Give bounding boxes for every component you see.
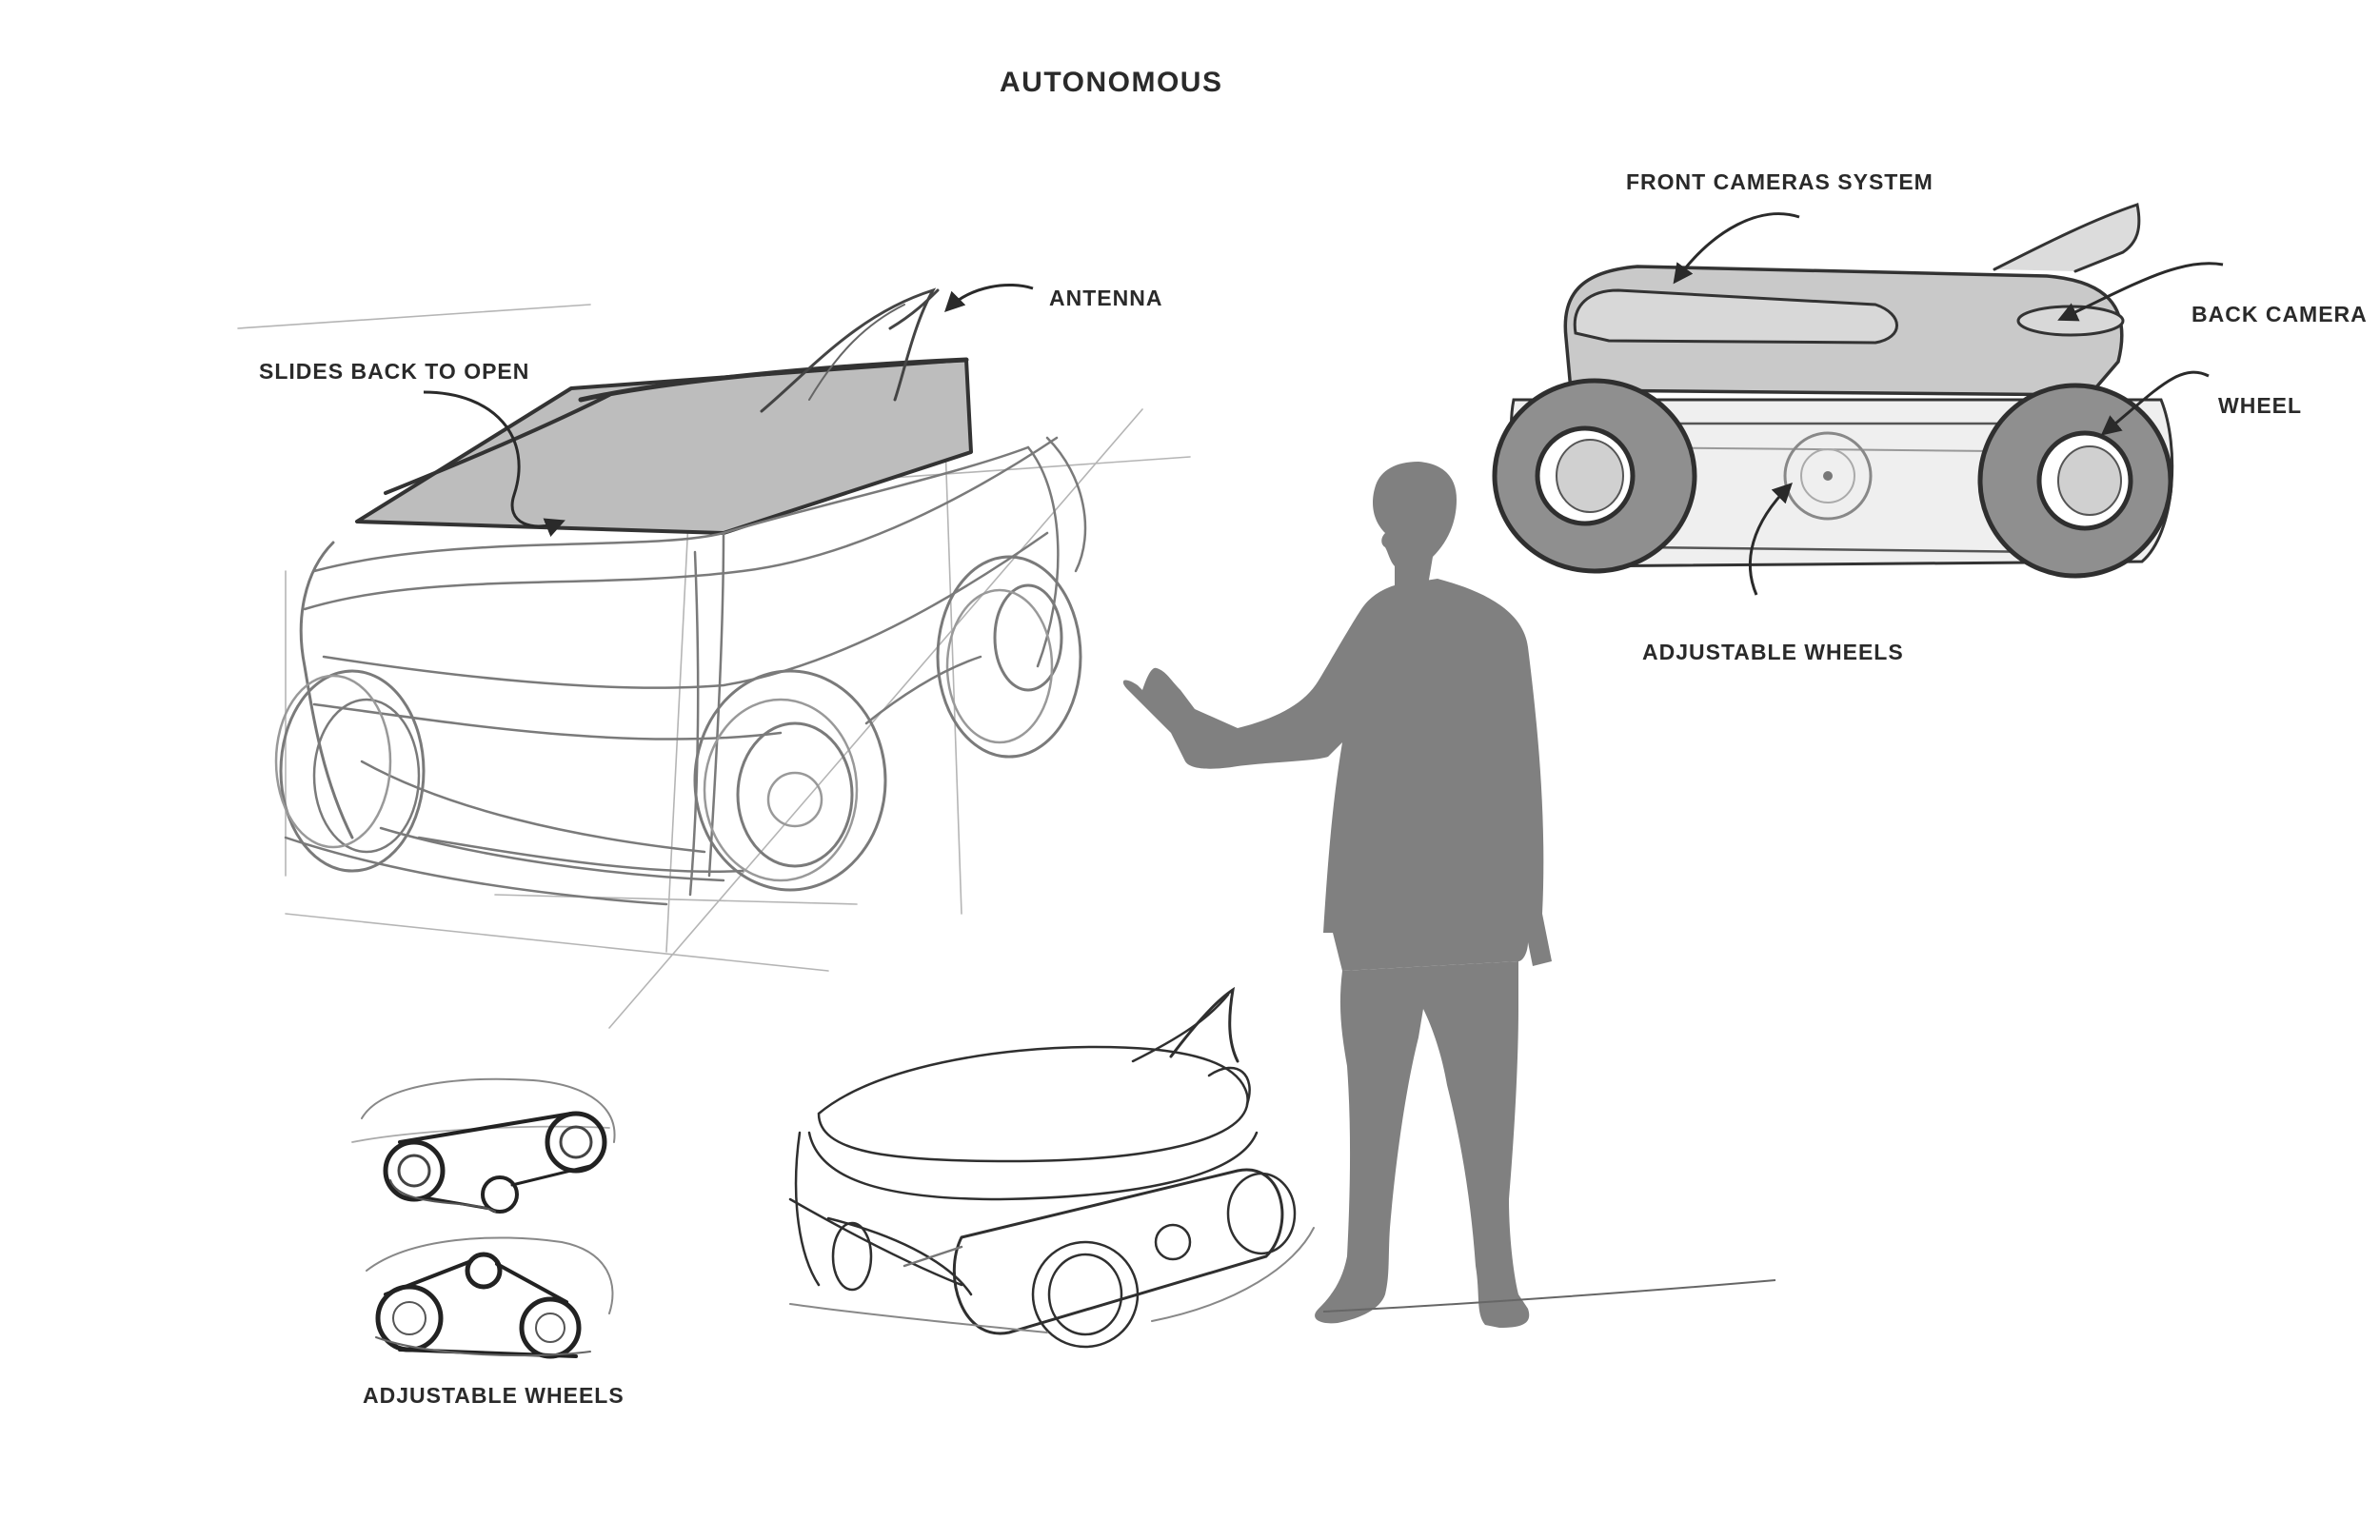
antenna-arrow (944, 283, 1034, 312)
back-camera-arrow (2057, 262, 2224, 322)
label-adjustable-wheels-layouts: ADJUSTABLE WHEELS (363, 1383, 625, 1408)
slides-back-arrow (423, 390, 565, 537)
label-wheel: WHEEL (2218, 393, 2303, 418)
sheet-title: AUTONOMOUS (1000, 67, 1223, 98)
label-slides-back-to-open: SLIDES BACK TO OPEN (259, 359, 530, 384)
label-back-camera: BACK CAMERA (2192, 302, 2368, 326)
side-view-vehicle-sketch (1492, 203, 2174, 579)
perspective-vehicle-sketch (237, 287, 1191, 1029)
adjustable-wheels-arrow (1749, 483, 1793, 596)
small-perspective-sketch (788, 986, 1315, 1349)
label-front-cameras-system: FRONT CAMERAS SYSTEM (1626, 169, 1934, 194)
label-adjustable-wheels-side-view: ADJUSTABLE WHEELS (1642, 640, 1904, 664)
wheel-arrow (2100, 370, 2210, 436)
ground-line (1322, 1279, 1776, 1313)
human-silhouette (1122, 462, 1552, 1328)
front-cameras-arrow (1673, 212, 1800, 285)
label-antenna: ANTENNA (1049, 286, 1163, 310)
wheel-layout-sketch-bottom (366, 1236, 614, 1359)
wheel-layout-sketch-top (351, 1077, 616, 1214)
